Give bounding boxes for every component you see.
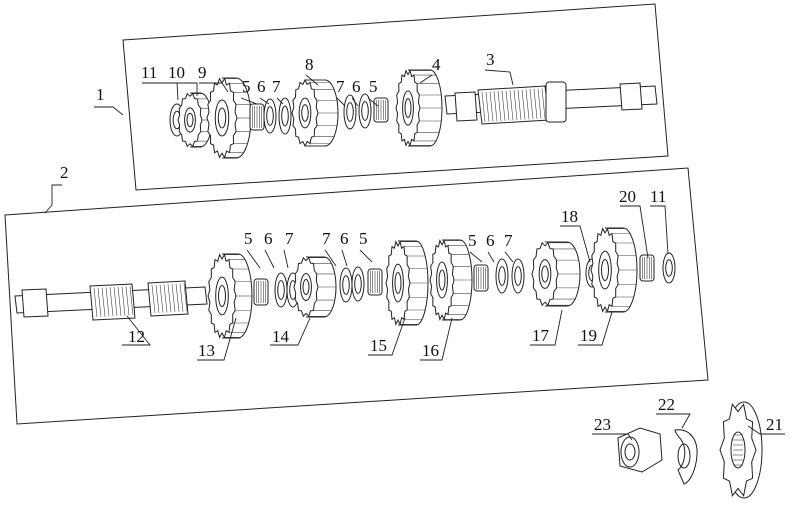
gear-13	[207, 253, 253, 339]
callout-7a: 7	[272, 77, 281, 96]
sprocket-21	[719, 401, 763, 499]
gear-8	[291, 78, 339, 148]
callout-20: 20	[619, 187, 636, 206]
callout-5b: 5	[369, 77, 378, 96]
callout-11-upper: 11	[141, 63, 157, 82]
callout-19: 19	[580, 326, 597, 345]
bearing-20	[639, 254, 655, 282]
gear-16	[429, 239, 473, 321]
callout-9: 9	[198, 63, 207, 82]
gear-15	[385, 240, 429, 326]
washer-6e	[495, 258, 509, 294]
callout-6d: 6	[340, 229, 349, 248]
washer-7d	[339, 267, 353, 303]
callout-15: 15	[370, 336, 387, 355]
callout-6c: 6	[264, 229, 273, 248]
bearing-5e	[473, 264, 489, 292]
callout-7c: 7	[285, 229, 294, 248]
bearing-5b	[373, 97, 389, 123]
callout-8: 8	[305, 55, 314, 74]
callout-group-2: 2	[60, 163, 69, 182]
washer-6a	[263, 98, 277, 134]
callout-5e: 5	[468, 231, 477, 250]
callout-4: 4	[432, 55, 441, 74]
washer-11-lower	[662, 252, 676, 284]
nut-23	[617, 427, 663, 473]
callout-17: 17	[532, 326, 550, 345]
washer-7e	[511, 258, 525, 294]
upper-parts	[169, 69, 443, 159]
callout-23: 23	[594, 415, 611, 434]
callout-labels: 1 2 11 10 9 5 6 7 8 7 6 5 4 3 5 6 7 7 6 …	[60, 50, 783, 434]
counter-shaft-lower	[14, 280, 208, 321]
callout-18: 18	[561, 207, 578, 226]
bearing-5d	[367, 268, 383, 296]
callout-14: 14	[272, 327, 290, 346]
washer-6c	[274, 272, 288, 308]
callout-6e: 6	[486, 231, 495, 250]
gear-4	[395, 69, 443, 147]
leader-lines	[44, 69, 785, 441]
callout-21: 21	[766, 415, 783, 434]
callout-5c: 5	[244, 229, 253, 248]
washer-7a	[278, 97, 292, 135]
gear-19	[590, 227, 638, 313]
callout-6a: 6	[257, 77, 266, 96]
callout-7b: 7	[336, 77, 345, 96]
callout-7e: 7	[504, 231, 513, 250]
callout-16: 16	[422, 341, 439, 360]
callout-3: 3	[486, 50, 495, 69]
group-frame-lower	[4, 167, 709, 425]
callout-12: 12	[128, 327, 145, 346]
gear-14	[293, 256, 337, 318]
group-frame-upper	[122, 3, 669, 191]
callout-22: 22	[658, 395, 675, 414]
callout-6b: 6	[352, 77, 361, 96]
washer-7b	[343, 94, 357, 130]
main-shaft-upper	[444, 81, 658, 125]
callout-10: 10	[168, 63, 185, 82]
bearing-5c	[253, 278, 269, 306]
callout-5d: 5	[359, 229, 368, 248]
lock-washer-22	[674, 429, 698, 485]
callout-group-1: 1	[96, 85, 105, 104]
washer-6b	[358, 93, 372, 129]
bearing-5a	[249, 103, 265, 131]
gear-10	[177, 92, 213, 148]
callout-7d: 7	[322, 229, 331, 248]
callout-5a: 5	[242, 77, 251, 96]
gear-17	[531, 241, 581, 307]
callout-13: 13	[198, 341, 215, 360]
washer-6d	[351, 266, 365, 302]
callout-11-lower: 11	[650, 187, 666, 206]
lower-parts	[207, 227, 676, 339]
